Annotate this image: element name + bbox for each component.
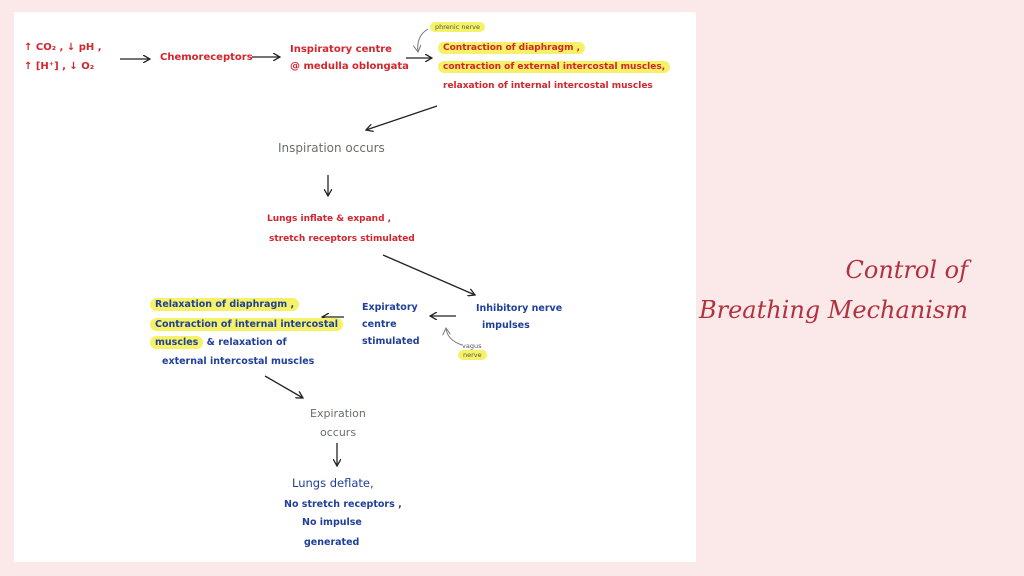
vagus-nerve-label-1: vagus xyxy=(462,342,482,350)
deflate-line-1: Lungs deflate, xyxy=(292,476,374,490)
phrenic-nerve-label: phrenic nerve xyxy=(430,22,485,32)
inhibitory-line-1: Inhibitory nerve xyxy=(476,303,563,314)
inspiration-effect-1-text: Contraction of diaphragm , xyxy=(438,42,586,54)
inspiration-effect-2: contraction of external intercostal musc… xyxy=(438,61,671,73)
expiration-effect-1-text: Relaxation of diaphragm , xyxy=(150,298,300,311)
deflate-line-4: generated xyxy=(304,537,360,548)
expiration-effect-2: Contraction of internal intercostal xyxy=(150,318,344,331)
lungs-inflate-line-2: stretch receptors stimulated xyxy=(269,234,415,244)
title-line-2: Breathing Mechanism xyxy=(698,296,968,324)
vagus-nerve-text: nerve xyxy=(458,350,487,360)
title-line-1: Control of xyxy=(845,256,968,284)
expiration-effect-4: external intercostal muscles xyxy=(162,356,315,367)
arrow-inflate-to-inhibitory xyxy=(382,254,475,295)
inhibitory-line-2: impulses xyxy=(482,320,530,331)
expiratory-line-2: centre xyxy=(362,319,397,330)
vagus-nerve-label-2: nerve xyxy=(458,350,487,360)
inspiration-effect-3: relaxation of internal intercostal muscl… xyxy=(443,81,653,91)
notes-sheet xyxy=(14,12,696,562)
deflate-line-2: No stretch receptors , xyxy=(284,499,402,510)
phrenic-nerve-text: phrenic nerve xyxy=(430,22,485,32)
arrow-phrenic-nerve xyxy=(418,28,429,52)
expiratory-line-1: Expiratory xyxy=(362,302,418,313)
inspiratory-centre-line-2: @ medulla oblongata xyxy=(290,61,409,72)
arrow-effects-to-expiration xyxy=(264,375,303,398)
inspiratory-centre-line-1: Inspiratory centre xyxy=(290,44,392,55)
expiration-effect-2-text: Contraction of internal intercostal xyxy=(150,318,344,331)
expiratory-line-3: stimulated xyxy=(362,336,420,347)
inspiration-occurs: Inspiration occurs xyxy=(278,141,385,155)
arrow-vagus-nerve xyxy=(446,328,463,346)
expiration-effect-1: Relaxation of diaphragm , xyxy=(150,298,300,311)
expiration-effect-3a-text: muscles xyxy=(150,336,204,349)
deflate-line-3: No impulse xyxy=(302,517,362,528)
expiration-line-1: Expiration xyxy=(310,407,366,420)
stimuli-line-2: ↑ [H⁺] , ↓ O₂ xyxy=(24,61,95,72)
expiration-line-2: occurs xyxy=(320,426,357,439)
lungs-inflate-line-1: Lungs inflate & expand , xyxy=(267,214,392,224)
chemoreceptors-label: Chemoreceptors xyxy=(160,52,253,63)
inspiration-effect-2-text: contraction of external intercostal musc… xyxy=(438,61,671,73)
inspiration-effect-1: Contraction of diaphragm , xyxy=(438,42,586,54)
expiration-effect-3b-text: & relaxation of xyxy=(206,337,287,348)
expiration-effect-3: muscles & relaxation of xyxy=(150,336,287,349)
stimuli-line-1: ↑ CO₂ , ↓ pH , xyxy=(24,42,102,53)
arrow-effects-to-inspiration xyxy=(366,105,438,130)
